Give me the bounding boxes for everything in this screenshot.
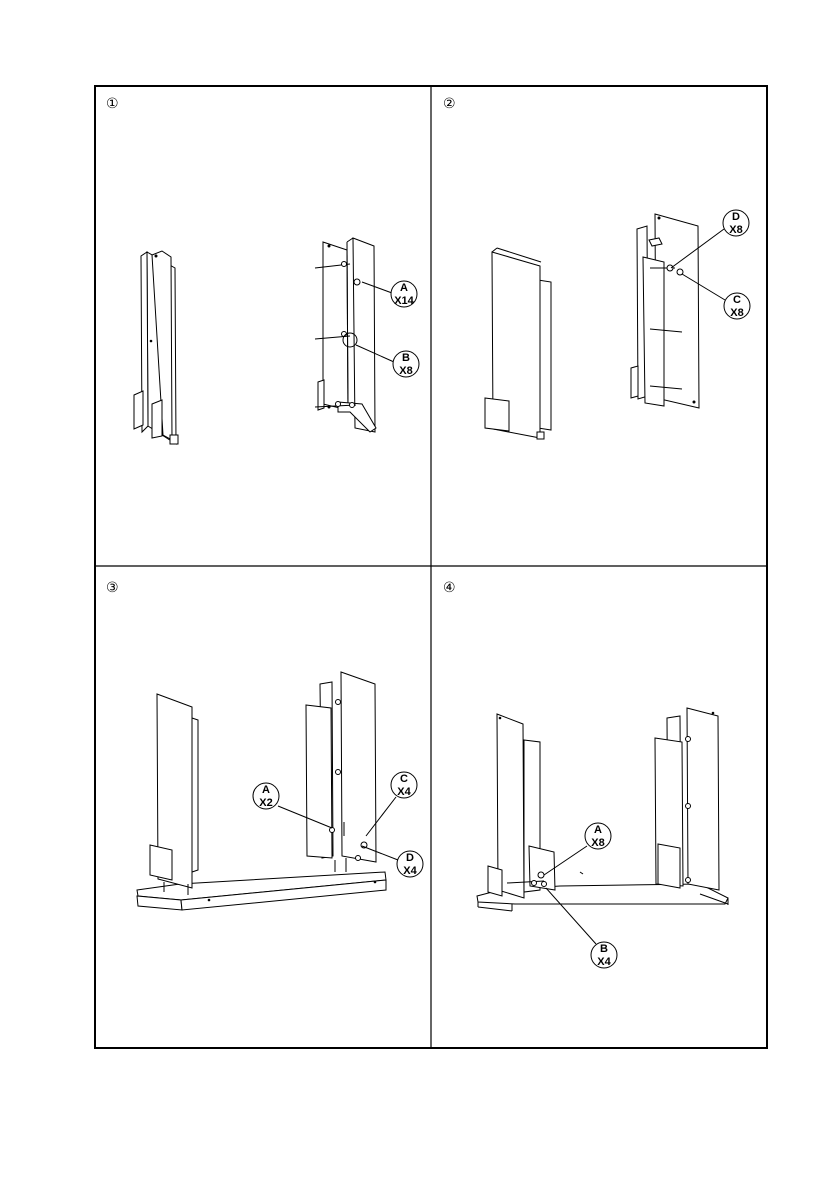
step-4-number: ④ [443, 580, 456, 596]
step-1-number: ① [106, 96, 119, 112]
step-2-right-side-panel [631, 214, 699, 408]
step-3-number: ③ [106, 580, 119, 596]
step-4-right-side-panel [655, 708, 719, 890]
step-1-right-side-panel [315, 238, 376, 432]
step-2-number: ② [443, 96, 456, 112]
callout-letter: A [400, 282, 408, 294]
callout-letter: C [400, 773, 408, 785]
callout-letter: B [402, 352, 410, 364]
callout-quantity: X8 [729, 224, 742, 236]
step-2-left-side-panel [485, 248, 551, 439]
step-4-left-side-panel [488, 714, 555, 898]
callout-quantity: X14 [394, 295, 414, 307]
callout-quantity: X4 [403, 865, 417, 877]
callout-quantity: X8 [591, 837, 604, 849]
callout-letter: C [733, 294, 741, 306]
step-3-left-side-panel [150, 694, 198, 895]
callout-letter: A [262, 784, 270, 796]
step-1-panel: ① [106, 96, 419, 444]
callout-quantity: X2 [259, 797, 272, 809]
callout-letter: A [594, 824, 602, 836]
step-2-panel: ② D X8 [443, 96, 750, 439]
callout-quantity: X8 [399, 365, 412, 377]
step-3-panel: ③ [106, 580, 423, 910]
callout-letter: D [406, 852, 414, 864]
callout-letter: D [732, 211, 740, 223]
callout-quantity: X4 [597, 956, 611, 968]
step-3-right-side-panel [306, 672, 376, 872]
step-1-left-side-panel [134, 251, 178, 444]
callout-quantity: X8 [730, 307, 743, 319]
callout-quantity: X4 [397, 786, 411, 798]
step-4-panel: ④ [443, 580, 728, 968]
callout-letter: B [600, 943, 608, 955]
